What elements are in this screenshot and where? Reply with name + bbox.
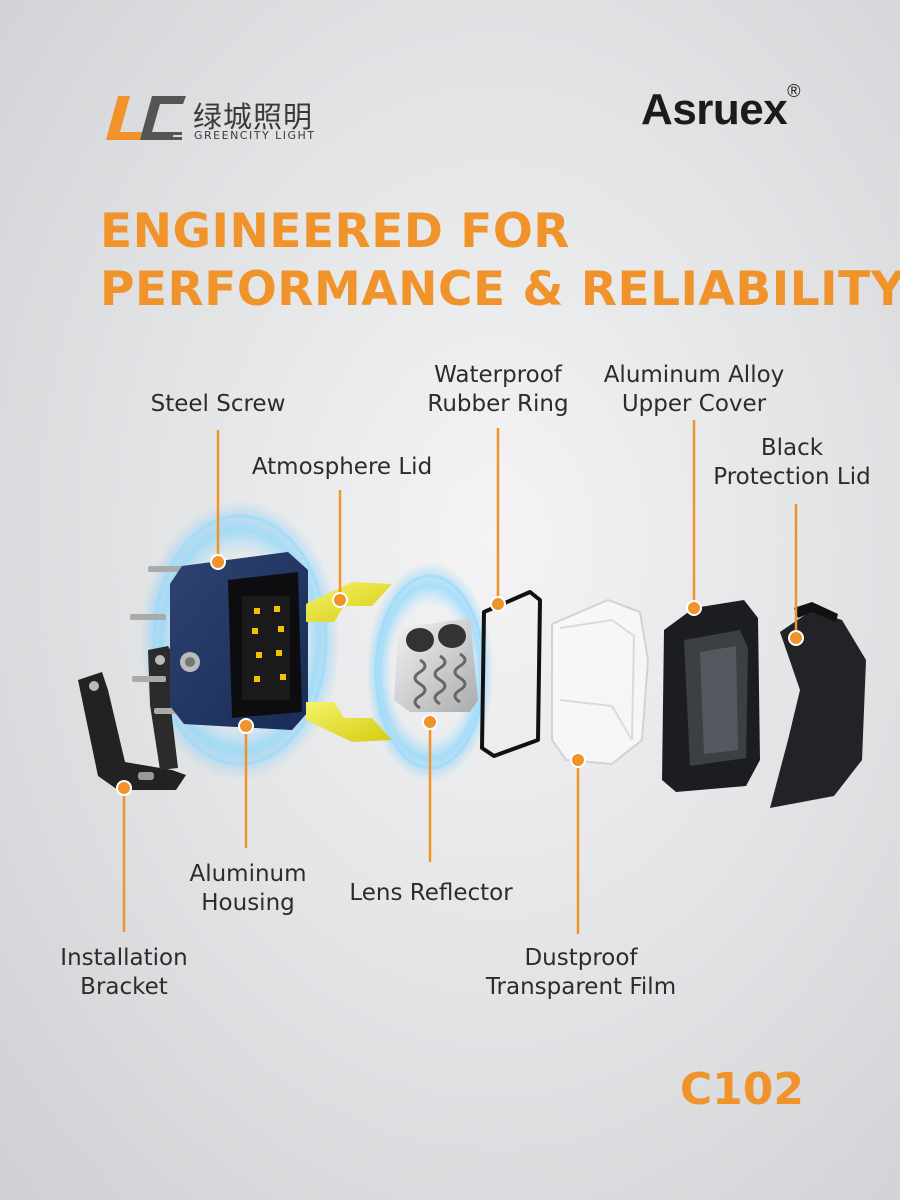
greencity-logo	[100, 92, 190, 144]
label-dustproof-transparent-film: Dustproof Transparent Film	[485, 945, 677, 1000]
marker-upper-cover	[686, 600, 702, 616]
aluminum-housing	[170, 552, 308, 730]
installation-bracket	[78, 646, 186, 790]
label-black-protection-lid: Black Protection Lid	[713, 435, 871, 490]
lens-reflector	[394, 618, 478, 712]
lc-logo-icon	[106, 96, 186, 140]
title-line-1: ENGINEERED FOR	[100, 204, 570, 259]
label-steel-screw: Steel Screw	[150, 391, 286, 417]
label-waterproof-rubber-ring: Waterproof Rubber Ring	[427, 362, 569, 417]
waterproof-rubber-ring	[480, 590, 542, 758]
steel-screws	[130, 566, 184, 714]
brand-name-cn: 绿城照明	[193, 100, 314, 134]
marker-installation-bracket	[116, 780, 132, 796]
asruex-logo: Asruex®	[641, 81, 800, 135]
atmosphere-lid	[306, 582, 392, 742]
label-atmosphere-lid: Atmosphere Lid	[251, 454, 433, 480]
label-installation-bracket: Installation Bracket	[60, 945, 188, 1000]
dustproof-transparent-film	[551, 598, 650, 766]
model-number: C102	[679, 1064, 804, 1115]
page-title: ENGINEERED FOR PERFORMANCE & RELIABILITY	[100, 203, 900, 319]
marker-aluminum-housing	[238, 718, 254, 734]
marker-steel-screw	[210, 554, 226, 570]
aluminum-alloy-upper-cover	[662, 600, 760, 792]
marker-atmosphere-lid	[332, 592, 348, 608]
marker-protection-lid	[788, 630, 804, 646]
label-lens-reflector: Lens Reflector	[349, 880, 513, 906]
label-aluminum-alloy-upper-cover: Aluminum Alloy Upper Cover	[603, 362, 785, 417]
leader-lines	[116, 420, 804, 934]
marker-dustproof-film	[570, 752, 586, 768]
black-protection-lid	[770, 602, 866, 808]
marker-lens-reflector	[422, 714, 438, 730]
registered-mark: ®	[787, 81, 800, 101]
brand-name-en: GREENCITY LIGHT	[194, 129, 316, 142]
asruex-name: Asruex	[641, 85, 788, 134]
title-line-2: PERFORMANCE & RELIABILITY	[100, 262, 900, 317]
label-aluminum-housing: Aluminum Housing	[189, 861, 307, 916]
marker-waterproof-ring	[490, 596, 506, 612]
